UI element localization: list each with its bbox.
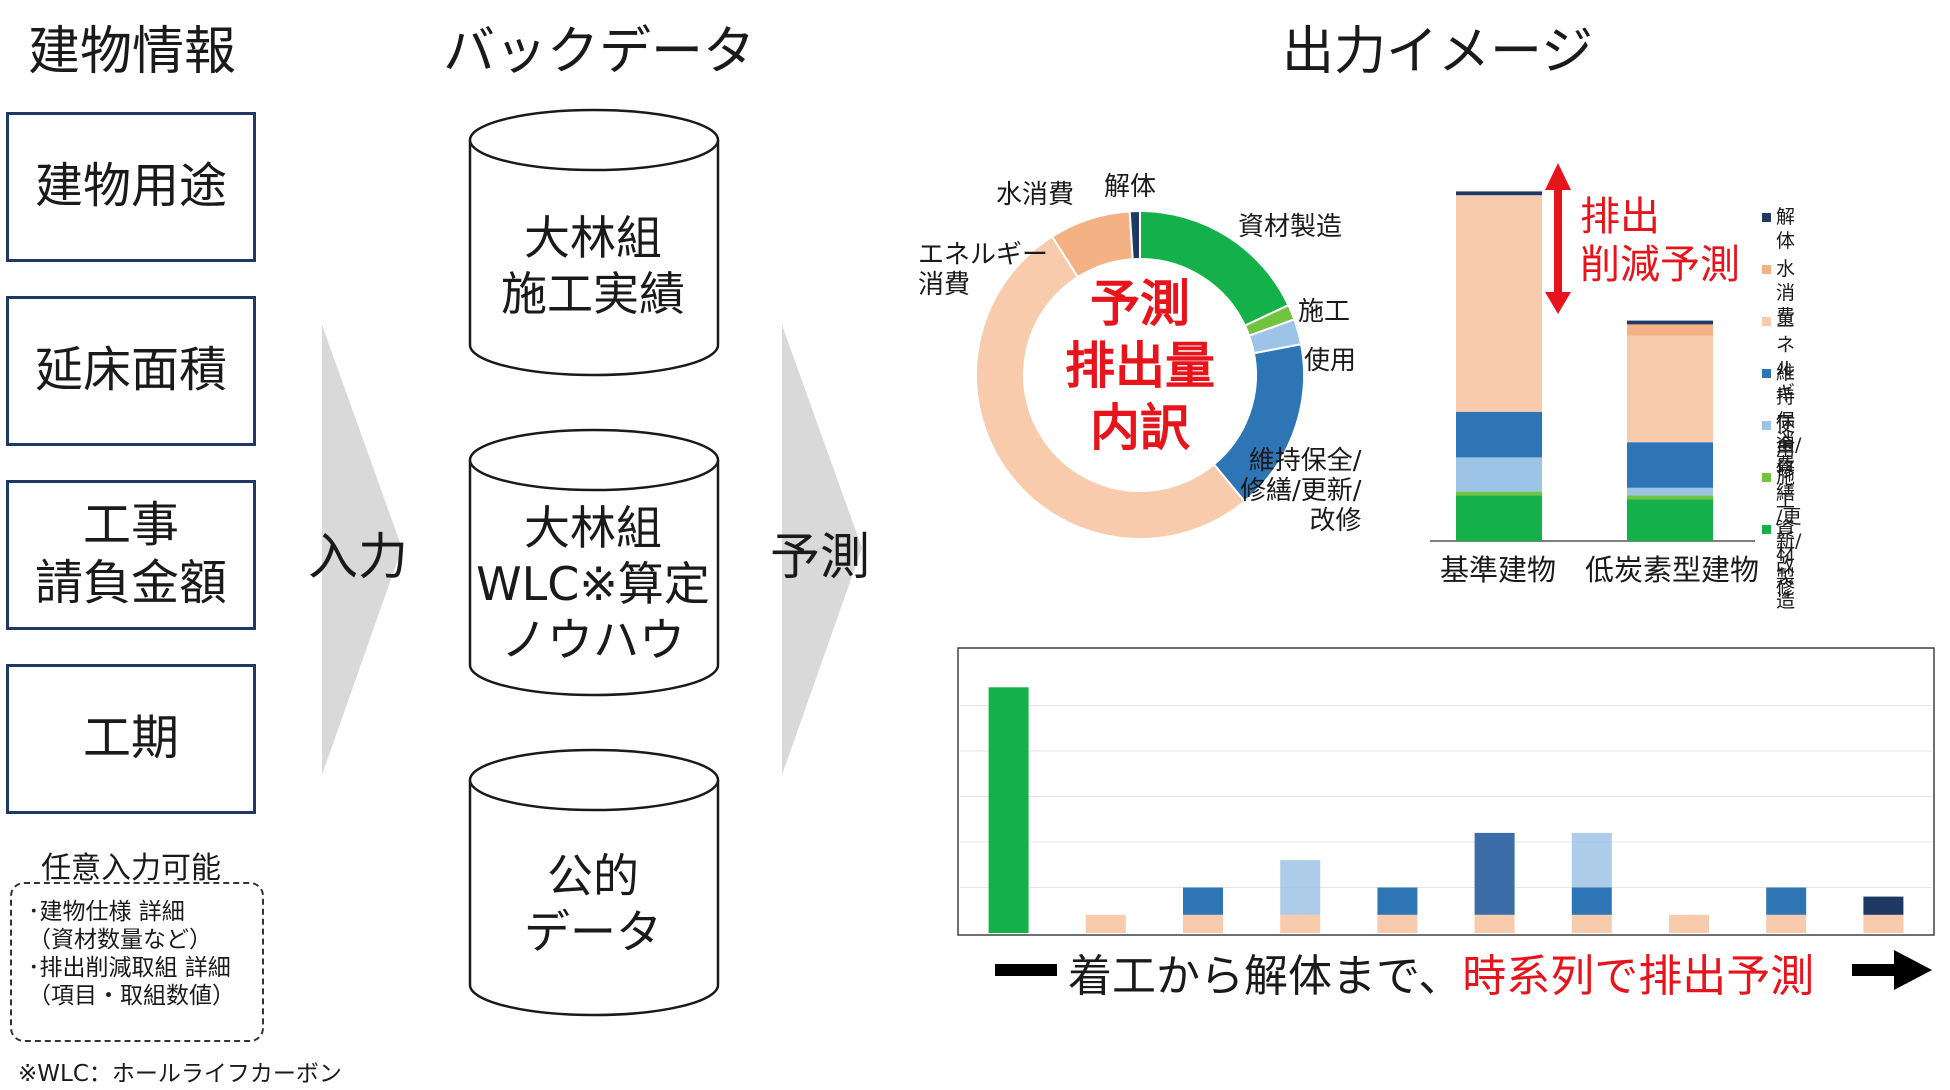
reduction-arrow-head-down: [1545, 292, 1571, 314]
donut-slice-demolition: [1128, 209, 1141, 261]
stacked-bar-2-construction: [1627, 495, 1713, 500]
database-label-obayashi-records: 大林組 施工実績: [501, 211, 685, 322]
timeline-bar-9-maintenance: [1766, 887, 1807, 915]
timeline-bar-1-materials: [988, 687, 1029, 933]
database-cylinder-3: [468, 748, 720, 1017]
donut-label-maintenance: 維持保全/ 修繕/更新/ 改修: [1240, 446, 1362, 536]
timeline-gridlines: [960, 705, 1932, 888]
legend-label-water: 水消費: [1776, 258, 1796, 328]
timeline-bar-5-maintenance: [1377, 887, 1418, 915]
stacked-bar-2-use: [1627, 487, 1713, 496]
legend-label-materials: 資材製造: [1776, 518, 1796, 612]
legend-swatch-water: [1762, 265, 1771, 274]
legend-swatch-demolition: [1762, 213, 1771, 222]
timeline-bar-2-energy: [1085, 914, 1126, 933]
reduction-stacked-bars: [1430, 191, 1755, 542]
legend-swatch-construction: [1762, 473, 1771, 482]
timeline-bar-4-use: [1280, 860, 1321, 915]
timeline-bar-7-maintenance: [1571, 887, 1612, 915]
legend-label-maintenance: 維持保全/修繕 /更新/改修: [1776, 362, 1802, 600]
optional-input-box: ･建物仕様 詳細 （資材数量など） ･排出削減取組 詳細 （項目・取組数値）: [10, 882, 264, 1042]
donut-center-title: 予測 排出量 内訳: [1065, 275, 1215, 457]
stacked-bar-1-construction: [1456, 491, 1542, 496]
donut-label-demolition: 解体: [1104, 172, 1157, 202]
stacked-bar-1-materials: [1456, 495, 1542, 541]
stacked-bar-2-water: [1627, 324, 1713, 336]
stacked-bar-1-use: [1456, 457, 1542, 492]
database-label-wlc-knowhow: 大林組 WLC※算定 ノウハウ: [476, 501, 710, 668]
timeline-bar-9-energy: [1766, 914, 1807, 933]
input-construction-period: 工期: [6, 664, 256, 814]
timeline-bar-3-energy: [1183, 914, 1223, 933]
legend-item-maintenance: 維持保全/修繕 /更新/改修: [1762, 361, 1801, 601]
donut-label-water: 水消費: [996, 180, 1075, 210]
timeline-end-arrow-shaft: [1852, 964, 1898, 976]
legend-swatch-use: [1762, 421, 1771, 430]
database-cylinder-2: [468, 428, 720, 697]
timeline-bar-4-energy: [1280, 914, 1321, 933]
legend-item-use: 使用: [1762, 413, 1795, 461]
reduction-arrow-shaft: [1554, 188, 1562, 296]
timeline-bar-7-energy: [1571, 914, 1612, 933]
stacked-bar-2-energy: [1627, 335, 1713, 443]
input-arrow: [322, 325, 402, 775]
timeline-caption-text: 着工から解体まで、: [1068, 951, 1463, 1002]
input-column-title: 建物情報: [28, 22, 237, 82]
timeline-bar-8-energy: [1669, 914, 1709, 933]
legend-label-use: 使用: [1776, 414, 1796, 460]
wlc-footnote: ※WLC：ホールライフカーボン: [18, 1061, 342, 1087]
input-floor-area: 延床面積: [6, 296, 256, 446]
data-column-title: バックデータ: [443, 22, 756, 82]
predict-arrow-label: 予測: [770, 528, 870, 586]
legend-label-construction: 施工: [1776, 466, 1796, 512]
stacked-bar-1-demolition: [1456, 191, 1542, 196]
donut-label-materials: 資材製造: [1238, 212, 1343, 242]
legend-item-demolition: 解体: [1762, 205, 1795, 253]
stacked-bar-2-demolition: [1627, 320, 1713, 325]
stacked-bar-1-maintenance: [1456, 411, 1542, 458]
donut-label-construction: 施工: [1298, 297, 1351, 327]
legend-item-construction: 施工: [1762, 465, 1795, 513]
legend-item-energy: エネルギー消費: [1762, 309, 1795, 477]
input-building-use: 建物用途: [6, 112, 256, 262]
legend-item-water: 水消費: [1762, 257, 1795, 329]
legend-label-energy: エネルギー消費: [1776, 310, 1796, 476]
timeline-end-arrow-head: [1894, 950, 1932, 990]
stacked-category-baseline: 基準建物: [1440, 553, 1557, 587]
timeline-bar-6-construction: [1474, 832, 1515, 915]
timeline-caption-highlight: 時系列で排出予測: [1462, 951, 1815, 1002]
donut-label-use: 使用: [1304, 346, 1357, 376]
timeline-bar-7-use: [1571, 832, 1612, 888]
database-cylinder-1: [468, 108, 720, 377]
timeline-caption: 着工から解体まで、時系列で排出予測: [1068, 940, 1814, 1004]
stacked-bar-1-energy: [1456, 195, 1542, 412]
legend-swatch-energy: [1762, 317, 1771, 326]
timeline-bars: [988, 687, 1904, 933]
output-column-title: 出力イメージ: [1282, 22, 1593, 82]
legend-swatch-maintenance: [1762, 369, 1771, 378]
timeline-bar-3-maintenance: [1183, 887, 1223, 915]
input-contract-amount: 工事 請負金額: [6, 480, 256, 630]
legend-swatch-materials: [1762, 525, 1771, 534]
timeline-bar-10-demolition: [1863, 896, 1904, 915]
timeline-bar-10-energy: [1863, 914, 1904, 933]
predict-arrow: [782, 325, 862, 775]
stacked-category-low-carbon: 低炭素型建物: [1585, 553, 1760, 587]
donut-slice-energy: [975, 235, 1246, 540]
reduction-prediction-label: 排出 削減予測: [1580, 194, 1740, 288]
legend-item-materials: 資材製造: [1762, 517, 1795, 613]
legend-label-demolition: 解体: [1776, 206, 1796, 252]
donut-label-energy: エネルギー 消費: [918, 240, 1049, 300]
timeline-bar-6-energy: [1474, 914, 1515, 933]
timeline-bar-5-energy: [1377, 914, 1418, 933]
emission-breakdown-donut: [975, 209, 1306, 540]
reduction-arrow-head-up: [1545, 163, 1571, 190]
timeline-start-bar: [995, 964, 1057, 976]
stacked-bar-2-materials: [1627, 499, 1713, 541]
stacked-bar-2-maintenance: [1627, 442, 1713, 488]
database-label-public-data: 公的 データ: [524, 849, 662, 960]
input-arrow-label: 入力: [308, 528, 408, 586]
optional-input-title: 任意入力可能: [41, 851, 221, 886]
